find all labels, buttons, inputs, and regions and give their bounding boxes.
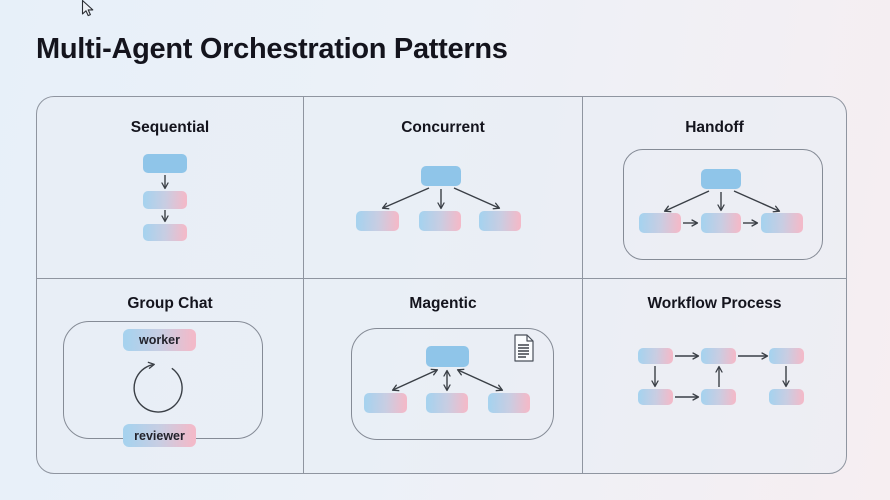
agent-node: [143, 191, 187, 209]
cursor-icon: [81, 0, 94, 17]
magentic-boundary: [351, 328, 554, 440]
patterns-grid: Sequential Concurrent Handoff: [36, 96, 847, 474]
reviewer-node: reviewer: [123, 424, 196, 447]
workflow-node: [701, 389, 736, 405]
panel-title-workflow: Workflow Process: [647, 295, 782, 312]
worker-node: worker: [123, 329, 196, 351]
panel-sequential: Sequential: [37, 97, 304, 279]
panel-workflow: Workflow Process: [583, 279, 846, 473]
panel-concurrent: Concurrent: [304, 97, 583, 279]
panel-title-magentic: Magentic: [409, 295, 477, 312]
agent-node: [639, 213, 681, 233]
agent-node: [356, 211, 399, 231]
workflow-node: [638, 348, 673, 364]
panel-group-chat: Group Chat worker reviewer: [37, 279, 304, 473]
agent-node: [364, 393, 407, 413]
agent-node: [761, 213, 803, 233]
orchestrator-node: [421, 166, 461, 186]
agent-node: [143, 154, 187, 173]
panel-title-handoff: Handoff: [685, 119, 744, 136]
agent-node: [143, 224, 187, 241]
agent-node: [426, 393, 468, 413]
document-icon: [514, 334, 534, 362]
agent-node: [479, 211, 521, 231]
reviewer-node-label: reviewer: [134, 428, 185, 443]
handoff-boundary: [623, 149, 823, 260]
panel-title-sequential: Sequential: [130, 119, 210, 136]
panel-title-group-chat: Group Chat: [127, 295, 213, 312]
workflow-node: [701, 348, 736, 364]
agent-node: [701, 213, 741, 233]
worker-node-label: worker: [139, 333, 180, 347]
workflow-node: [769, 389, 804, 405]
panel-handoff: Handoff: [583, 97, 846, 279]
workflow-node: [638, 389, 673, 405]
page-title: Multi-Agent Orchestration Patterns: [36, 33, 508, 65]
panel-magentic: Magentic: [304, 279, 583, 473]
panel-title-concurrent: Concurrent: [401, 119, 485, 136]
workflow-node: [769, 348, 804, 364]
orchestrator-node: [701, 169, 741, 189]
agent-node: [488, 393, 530, 413]
orchestrator-node: [426, 346, 469, 367]
agent-node: [419, 211, 461, 231]
